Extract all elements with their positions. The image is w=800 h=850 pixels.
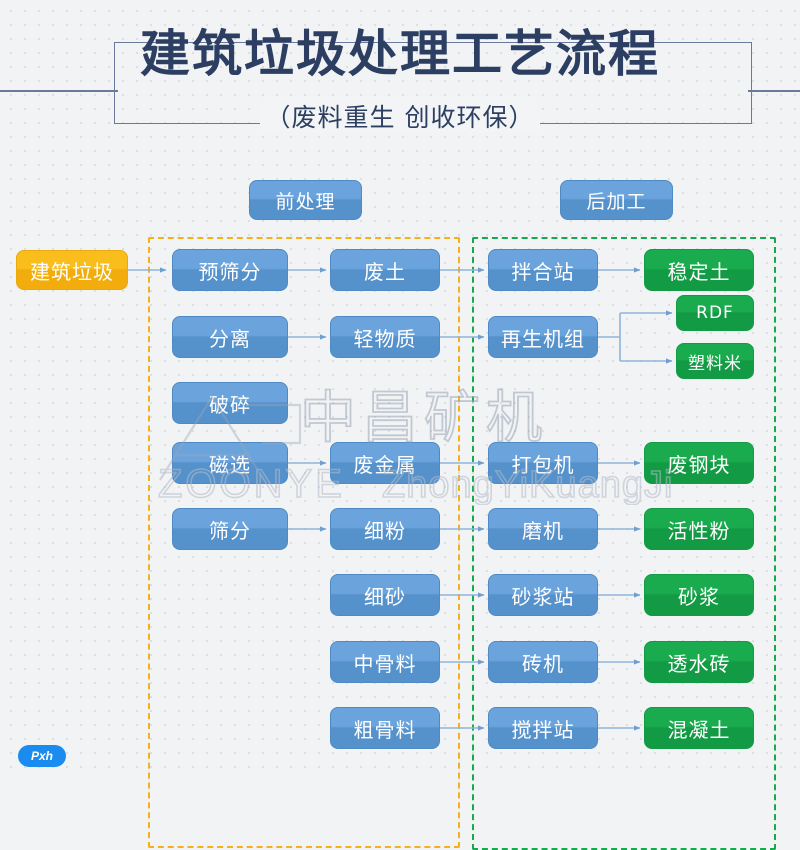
node-concrete[interactable]: 混凝土: [644, 707, 754, 749]
page-subtitle-text: （废料重生 创收环保）: [259, 103, 541, 132]
node-mortar-product[interactable]: 砂浆: [644, 574, 754, 616]
node-waste-soil[interactable]: 废土: [330, 249, 440, 291]
zone-label-postprocessing: 后加工: [560, 180, 673, 220]
page-title: 建筑垃圾处理工艺流程: [140, 25, 660, 83]
arrow-layer: [128, 267, 673, 731]
node-mixing-station[interactable]: 拌合站: [488, 249, 598, 291]
node-crushing[interactable]: 破碎: [172, 382, 288, 424]
node-grinding-mill[interactable]: 磨机: [488, 508, 598, 550]
node-separation[interactable]: 分离: [172, 316, 288, 358]
node-rdf[interactable]: RDF: [676, 295, 754, 331]
pxh-badge: Pxh: [18, 745, 66, 767]
page-subtitle: （废料重生 创收环保）: [0, 98, 800, 134]
node-magnetic-separation[interactable]: 磁选: [172, 442, 288, 484]
node-screening[interactable]: 筛分: [172, 508, 288, 550]
node-active-powder[interactable]: 活性粉: [644, 508, 754, 550]
node-concrete-mixing-station[interactable]: 搅拌站: [488, 707, 598, 749]
frame-rule-right: [748, 90, 800, 92]
node-plastic-pellet[interactable]: 塑料米: [676, 343, 754, 379]
node-light-material[interactable]: 轻物质: [330, 316, 440, 358]
page-header: 建筑垃圾处理工艺流程 （废料重生 创收环保）: [0, 0, 800, 150]
flowchart: 前处理 后加工: [0, 150, 800, 850]
frame-rule-left: [0, 90, 118, 92]
node-pre-sieving[interactable]: 预筛分: [172, 249, 288, 291]
node-permeable-brick[interactable]: 透水砖: [644, 641, 754, 683]
node-stabilized-soil[interactable]: 稳定土: [644, 249, 754, 291]
node-baling-machine[interactable]: 打包机: [488, 442, 598, 484]
node-brick-machine[interactable]: 砖机: [488, 641, 598, 683]
pxh-badge-label: Pxh: [30, 749, 53, 763]
node-construction-waste[interactable]: 建筑垃圾: [16, 250, 128, 290]
node-scrap-metal[interactable]: 废金属: [330, 442, 440, 484]
node-fine-sand[interactable]: 细砂: [330, 574, 440, 616]
node-fine-powder[interactable]: 细粉: [330, 508, 440, 550]
zone-label-pretreatment: 前处理: [249, 180, 362, 220]
node-regeneration-unit[interactable]: 再生机组: [488, 316, 598, 358]
node-medium-aggregate[interactable]: 中骨料: [330, 641, 440, 683]
node-scrap-steel-block[interactable]: 废钢块: [644, 442, 754, 484]
node-mortar-station[interactable]: 砂浆站: [488, 574, 598, 616]
node-coarse-aggregate[interactable]: 粗骨料: [330, 707, 440, 749]
